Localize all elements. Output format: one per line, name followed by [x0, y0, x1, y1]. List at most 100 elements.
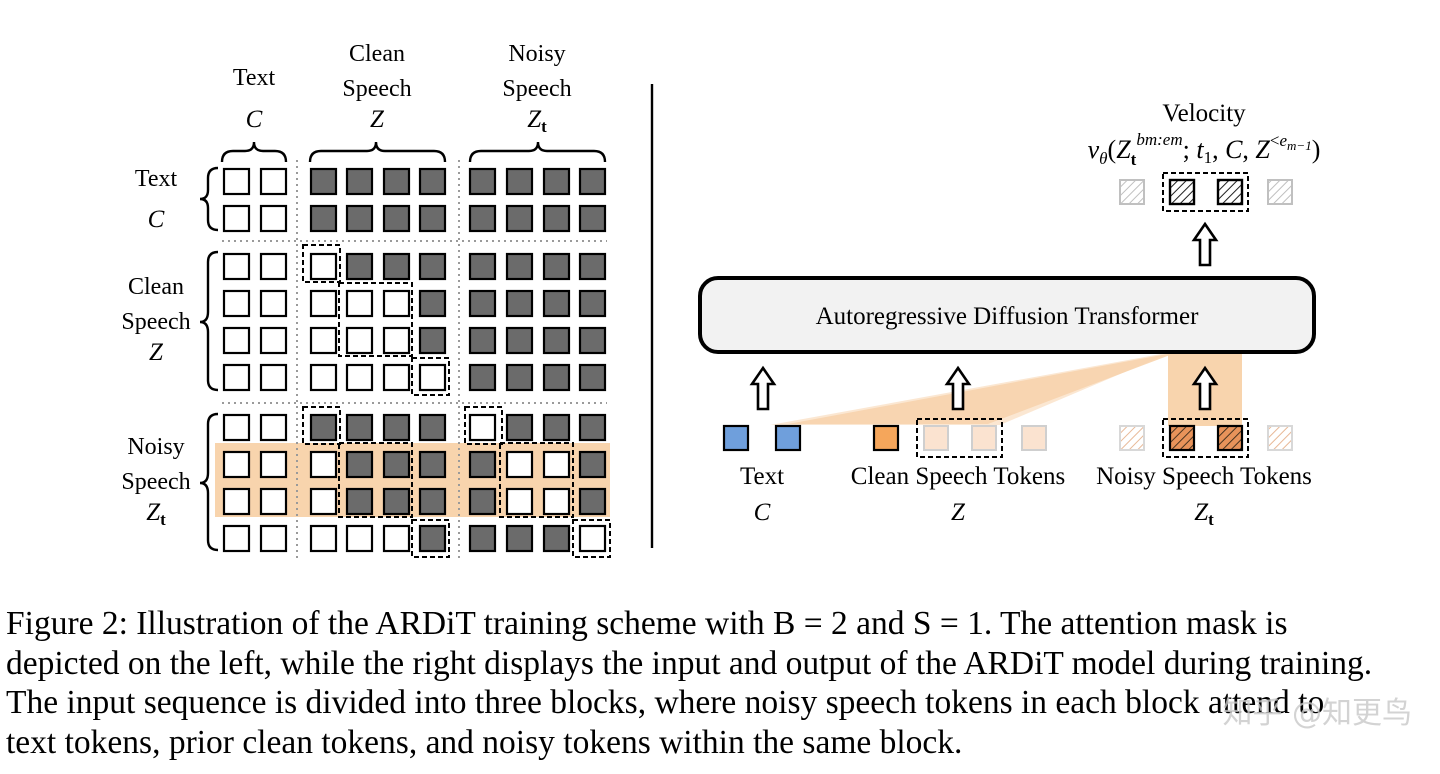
- mask-cell-masked: [418, 289, 447, 318]
- clean-token-faded: [1021, 425, 1047, 451]
- mask-cell-masked: [418, 326, 447, 355]
- mask-cell-masked: [468, 450, 497, 479]
- mask-cell-masked: [418, 524, 447, 553]
- mask-cell-open: [259, 413, 288, 442]
- mask-cell-open: [222, 289, 251, 318]
- mask-cell-open: [259, 167, 288, 196]
- mask-cell-open: [505, 450, 534, 479]
- col-label-clean-2: Speech: [342, 76, 411, 102]
- mask-cell-masked: [418, 450, 447, 479]
- mask-cell-masked: [542, 252, 571, 281]
- mask-cell-masked: [309, 167, 338, 196]
- mask-cell-masked: [418, 252, 447, 281]
- brace-top-text: [220, 141, 288, 163]
- mask-cell-open: [468, 413, 497, 442]
- mask-cell-masked: [418, 413, 447, 442]
- caption-line: Figure 2: Illustration of the ARDiT trai…: [6, 605, 1288, 642]
- mask-cell-open: [309, 326, 338, 355]
- mask-cell-masked: [382, 450, 411, 479]
- arrow-clean-input-icon: [944, 365, 972, 411]
- text-token: [774, 424, 802, 452]
- attention-beam-wide: [770, 352, 1172, 425]
- output-token: [1216, 178, 1244, 206]
- noisy-token-label: Noisy Speech Tokens: [1096, 463, 1312, 490]
- col-label-text: Text: [233, 65, 276, 91]
- mask-cell-open: [578, 524, 607, 553]
- mask-cell-masked: [542, 524, 571, 553]
- mask-cell-open: [542, 487, 571, 516]
- text-token: [722, 424, 750, 452]
- mask-cell-open: [259, 252, 288, 281]
- col-label-noisy-2: Speech: [502, 76, 571, 102]
- mask-cell-masked: [505, 326, 534, 355]
- caption-line: text tokens, prior clean tokens, and noi…: [6, 723, 963, 761]
- mask-cell-open: [222, 252, 251, 281]
- mask-cell-open: [222, 204, 251, 233]
- mask-cell-open: [222, 524, 251, 553]
- mask-cell-masked: [505, 413, 534, 442]
- brace-top-clean: [308, 141, 447, 163]
- mask-cell-open: [259, 326, 288, 355]
- mask-cell-masked: [578, 289, 607, 318]
- mask-cell-masked: [382, 487, 411, 516]
- mask-cell-open: [259, 487, 288, 516]
- mask-cell-masked: [382, 204, 411, 233]
- ardit-model-diagram: Autoregressive Diffusion Transformer Vel…: [698, 100, 1320, 529]
- figure-2-diagram: Text C Clean Speech Z Noisy Speech Zt Te…: [121, 41, 1320, 562]
- row-label-clean-2: Speech: [121, 309, 190, 335]
- mask-cell-open: [418, 363, 447, 392]
- mask-cell-masked: [505, 252, 534, 281]
- mask-grid: [222, 167, 607, 553]
- flow-arrows: [749, 221, 1219, 411]
- clean-token-symbol: Z: [951, 499, 966, 526]
- block-boxes: [302, 244, 611, 558]
- col-symbol-text: C: [246, 106, 263, 133]
- attention-mask: Text C Clean Speech Z Noisy Speech Zt Te…: [121, 41, 611, 562]
- mask-cell-open: [259, 204, 288, 233]
- caption-line: The input sequence is divided into three…: [6, 684, 1325, 721]
- mask-cell-open: [259, 363, 288, 392]
- block-box: [411, 357, 450, 396]
- mask-cell-open: [505, 487, 534, 516]
- row-label-text: Text: [135, 166, 178, 192]
- mask-cell-masked: [578, 326, 607, 355]
- mask-cell-open: [222, 413, 251, 442]
- mask-cell-masked: [345, 450, 374, 479]
- row-symbol-clean: Z: [149, 339, 164, 366]
- mask-cell-open: [309, 363, 338, 392]
- mask-cell-masked: [542, 167, 571, 196]
- text-token-symbol: C: [754, 499, 771, 526]
- clean-block-box: [916, 418, 1003, 458]
- mask-cell-masked: [382, 413, 411, 442]
- mask-cell-masked: [468, 326, 497, 355]
- mask-cell-open: [382, 524, 411, 553]
- mask-cell-masked: [309, 204, 338, 233]
- arrow-noisy-input-icon: [1191, 365, 1219, 411]
- mask-cell-masked: [468, 167, 497, 196]
- col-symbol-clean: Z: [370, 106, 385, 133]
- block-box: [572, 519, 611, 558]
- noisy-token-faded: [1267, 425, 1293, 451]
- row-symbol-noisy: Zt: [146, 499, 166, 529]
- mask-cell-open: [345, 524, 374, 553]
- output-token-faded: [1119, 179, 1145, 205]
- mask-cell-open: [309, 487, 338, 516]
- noisy-token-symbol: Zt: [1194, 499, 1214, 529]
- mask-cell-masked: [578, 167, 607, 196]
- mask-cell-open: [309, 252, 338, 281]
- mask-cell-masked: [578, 450, 607, 479]
- mask-cell-masked: [505, 289, 534, 318]
- transformer-label: Autoregressive Diffusion Transformer: [816, 303, 1199, 330]
- mask-cell-masked: [468, 252, 497, 281]
- mask-cell-masked: [468, 289, 497, 318]
- mask-cell-masked: [578, 204, 607, 233]
- mask-cell-open: [222, 487, 251, 516]
- col-label-noisy-1: Noisy: [508, 41, 565, 67]
- block-box: [338, 282, 413, 357]
- mask-cell-masked: [345, 252, 374, 281]
- mask-cell-open: [345, 363, 374, 392]
- noisy-token-faded: [1119, 425, 1145, 451]
- mask-cell-masked: [505, 167, 534, 196]
- arrow-text-input-icon: [749, 365, 777, 411]
